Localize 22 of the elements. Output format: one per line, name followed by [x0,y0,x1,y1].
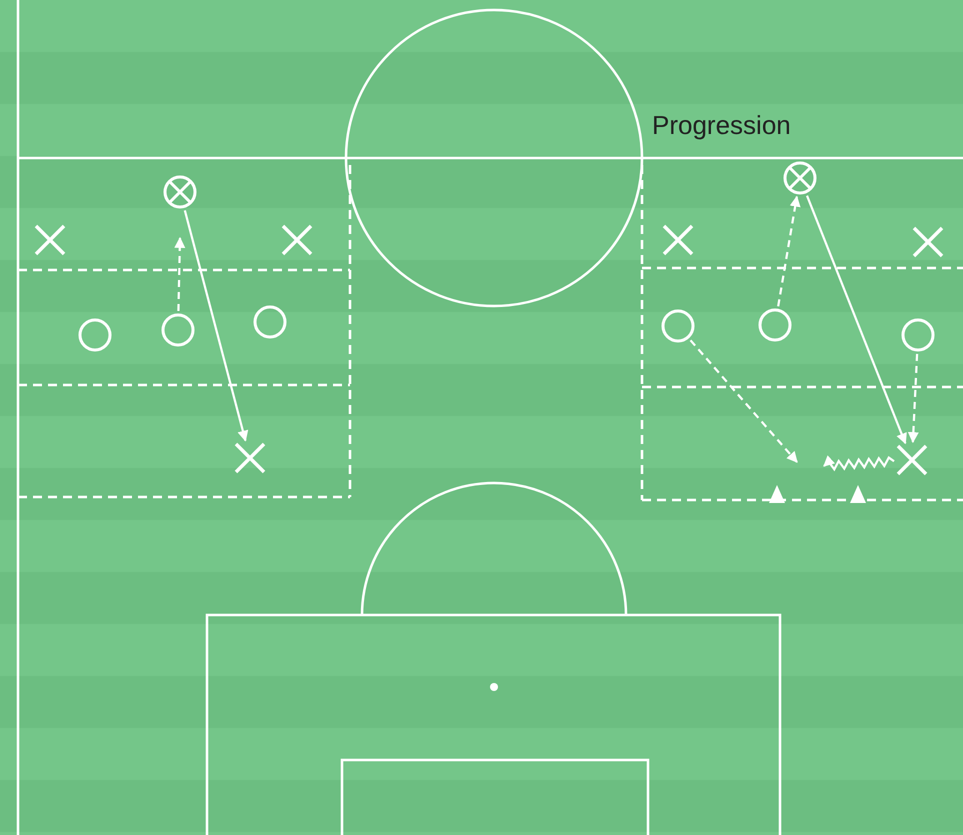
dashed-run-arrow [908,354,919,444]
player-cross [281,224,313,256]
player-cross [34,224,66,256]
dashed-run-arrow [777,196,801,306]
dashed-run-arrow [690,340,798,463]
dribble-arrow [823,455,895,472]
player-with-ball-marker [783,161,817,195]
player-circle [901,318,935,352]
player-with-ball-marker [163,175,197,209]
player-cross [896,444,928,476]
player-circle [78,318,112,352]
pass-arrow [184,210,248,442]
player-circle [661,309,695,343]
player-cross [662,224,694,256]
player-circle [253,305,287,339]
player-cross [234,442,266,474]
player-circle [758,308,792,342]
pass-arrow [806,195,907,444]
dashed-run-arrow [174,236,186,312]
player-circle [161,313,195,347]
player-cross [912,226,944,258]
drill-title: Progression [652,112,791,138]
